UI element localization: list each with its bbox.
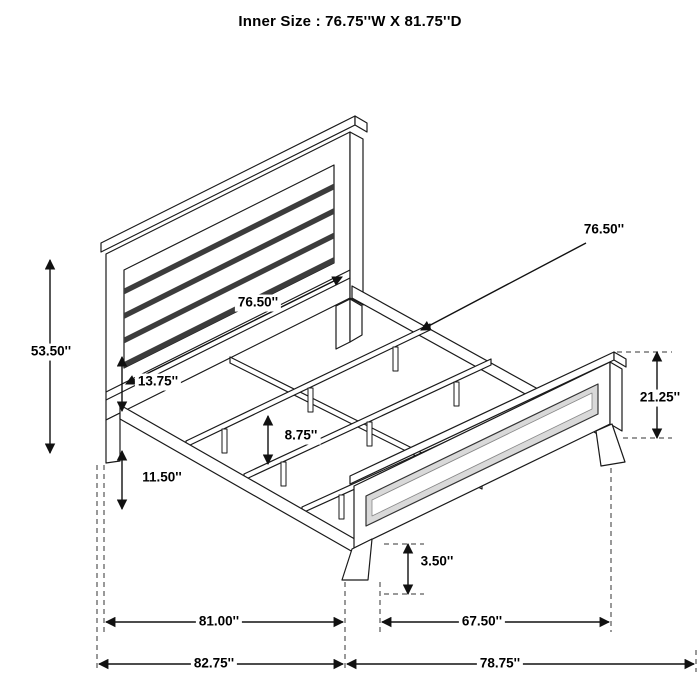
support-post — [392, 346, 399, 372]
dim-label-overall-left: 82.75'' — [190, 655, 238, 673]
dim-label-footboard-width: 67.50'' — [458, 613, 506, 631]
support-post — [280, 461, 287, 487]
dim-label-support-height: 8.75'' — [281, 427, 321, 445]
dim-label-slat-width: 76.50'' — [580, 221, 628, 239]
dim-slat-width-leader — [420, 242, 587, 331]
headboard-side — [349, 131, 364, 306]
headboard-leg-left — [105, 412, 121, 464]
footboard-side — [609, 361, 623, 432]
support-post — [366, 421, 373, 447]
footboard-foot-left — [341, 538, 373, 581]
support-post — [307, 387, 314, 413]
footboard-cap-side — [613, 351, 627, 368]
dim-label-overall-right: 78.75'' — [476, 655, 524, 673]
dim-label-headboard-height: 53.50'' — [27, 343, 75, 361]
dim-label-rail-clearance: 11.50'' — [139, 469, 185, 487]
dim-label-inner-length: 81.00'' — [195, 613, 243, 631]
dim-headboard-width — [125, 276, 343, 385]
dim-label-foot-height: 3.50'' — [417, 553, 457, 571]
footboard-foot-right — [595, 423, 626, 467]
support-post — [453, 381, 460, 407]
headboard-leg-right — [335, 298, 351, 350]
footboard-panel-mirror — [371, 392, 593, 517]
headboard-cap-side — [354, 115, 368, 133]
dim-label-footboard-height: 21.25'' — [636, 389, 684, 407]
footboard — [341, 351, 627, 581]
support-post — [221, 428, 228, 454]
support-post — [338, 494, 345, 520]
dim-label-headboard-width: 76.50'' — [234, 294, 282, 312]
bed-frame — [100, 115, 627, 581]
page-title: Inner Size : 76.75''W X 81.75''D — [238, 13, 462, 30]
dim-label-rail-height-top: 13.75'' — [134, 373, 182, 391]
headboard-leg-right-side — [349, 298, 363, 343]
